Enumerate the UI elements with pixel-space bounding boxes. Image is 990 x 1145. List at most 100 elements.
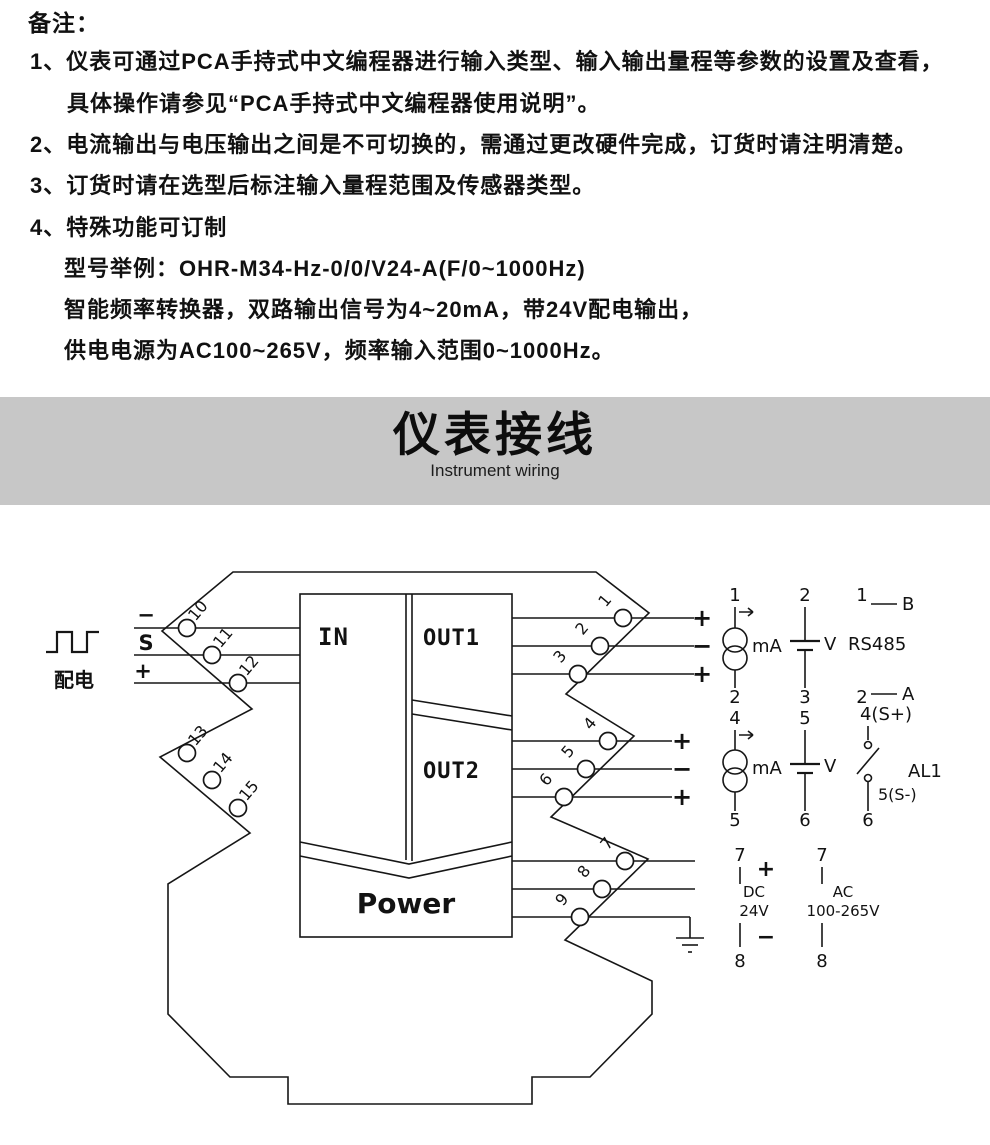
current-source-icon xyxy=(722,749,748,775)
switch-lever-icon xyxy=(856,747,880,775)
note-line-2: 2、电流输出与电压输出之间是不可切换的，需通过更改硬件完成，订货时请注明清楚。 xyxy=(30,132,918,157)
input-signal-label: S xyxy=(138,631,153,655)
rs485-b-label: B xyxy=(902,594,914,615)
v-label: V xyxy=(824,634,837,655)
current-arrow-icon xyxy=(739,730,754,740)
ma-label: mA xyxy=(752,636,783,657)
terminal-circle xyxy=(228,798,248,818)
note-line-4: 4、特殊功能可订制 xyxy=(30,215,228,240)
circuit-terminal: 5 xyxy=(799,708,810,729)
wiring-diagram: IN OUT1 OUT2 Power − S + 配电 xyxy=(46,571,942,1105)
input-minus-label: − xyxy=(137,603,155,627)
section-banner: 仪表接线 Instrument wiring xyxy=(0,397,990,505)
terminal-circle xyxy=(568,664,588,684)
circuit-terminal: 4(S+) xyxy=(860,704,912,725)
note-line-1: 1、仪表可通过PCA手持式中文编程器进行输入类型、输入输出量程等参数的设置及查看… xyxy=(30,49,944,74)
out1-sign: + xyxy=(692,660,712,688)
out2-sign: − xyxy=(672,755,692,783)
circuit-terminal: 7 xyxy=(816,845,827,866)
square-wave-icon xyxy=(46,630,99,654)
circuit-terminal: 8 xyxy=(816,951,827,972)
out1-out2-separator xyxy=(411,713,513,731)
circuit-rs485: 1 B RS485 A 2 xyxy=(848,585,915,708)
terminal-circle xyxy=(598,731,618,751)
dc-name: DC xyxy=(743,883,765,901)
supply-ac: 7 AC 100-265V 8 xyxy=(807,845,881,972)
power-separator xyxy=(299,855,513,879)
circuit-terminal: 2 xyxy=(729,687,740,708)
out2-sign: + xyxy=(672,783,692,811)
terminal-number: 1 xyxy=(594,590,615,610)
current-arrow-icon xyxy=(739,607,754,617)
terminal-number: 8 xyxy=(573,861,594,881)
out2-sign: + xyxy=(672,727,692,755)
circuit-terminal: 2 xyxy=(856,687,867,708)
note-line-1b: 具体操作请参见“PCA手持式中文编程器使用说明”。 xyxy=(67,91,601,116)
al1-label: AL1 xyxy=(908,761,942,782)
dc-value: 24V xyxy=(739,902,769,920)
note-line-4b: 智能频率转换器，双路输出信号为4~20mA，带24V配电输出， xyxy=(64,297,704,322)
power-separator xyxy=(299,841,513,865)
ma-label: mA xyxy=(752,758,783,779)
terminal-circle xyxy=(592,879,612,899)
rs485-a-label: A xyxy=(902,684,915,705)
circuit-terminal: 3 xyxy=(799,687,810,708)
dc-minus: − xyxy=(757,925,775,950)
note-line-4c: 供电电源为AC100~265V，频率输入范围0~1000Hz。 xyxy=(64,338,615,363)
in-block-label: IN xyxy=(318,623,349,651)
circuit-terminal: 2 xyxy=(799,585,810,606)
rs485-label: RS485 xyxy=(848,634,906,655)
terminal-number: 2 xyxy=(571,618,592,638)
terminal-number: 6 xyxy=(535,769,556,789)
circuit-terminal: 8 xyxy=(734,951,745,972)
terminal-number: 7 xyxy=(596,833,617,853)
current-source-icon xyxy=(722,645,748,671)
terminal-circle xyxy=(177,618,197,638)
power-block-label: Power xyxy=(357,887,456,920)
circuit-al1: 4(S+) AL1 5(S-) 6 xyxy=(856,704,942,831)
terminal-circle xyxy=(202,770,222,790)
terminal-circle xyxy=(615,851,635,871)
circuit-ma-out1: 1 mA 2 xyxy=(722,585,783,708)
section-title: 仪表接线 xyxy=(393,408,597,461)
out1-out2-separator xyxy=(411,699,513,717)
terminal-number: 5 xyxy=(557,741,578,761)
out2-block-label: OUT2 xyxy=(423,759,480,784)
contact-icon xyxy=(863,740,873,750)
terminal-number: 4 xyxy=(579,713,600,733)
terminal-circle xyxy=(570,907,590,927)
circuit-ma-out2: 4 mA 5 xyxy=(722,708,783,831)
housing-outline xyxy=(158,571,653,1105)
terminal-number: 3 xyxy=(549,646,570,666)
out1-block-label: OUT1 xyxy=(423,626,480,651)
circuit-terminal: 5(S-) xyxy=(878,785,917,804)
circuit-terminal: 7 xyxy=(734,845,745,866)
circuit-terminal: 1 xyxy=(729,585,740,606)
ground-icon xyxy=(676,937,704,953)
terminal-circle xyxy=(554,787,574,807)
contact-icon xyxy=(863,773,873,783)
current-source-icon xyxy=(722,627,748,653)
circuit-terminal: 6 xyxy=(862,810,873,831)
v-label: V xyxy=(824,756,837,777)
power-distribution-label: 配电 xyxy=(54,668,94,692)
out1-sign: − xyxy=(692,632,712,660)
circuit-v-out1: 2 V 3 xyxy=(790,585,837,708)
circuit-terminal: 4 xyxy=(729,708,740,729)
terminal-circle xyxy=(576,759,596,779)
section-subtitle: Instrument wiring xyxy=(430,461,560,480)
note-line-3: 3、订货时请在选型后标注输入量程范围及传感器类型。 xyxy=(30,173,596,198)
terminal-circle xyxy=(613,608,633,628)
supply-dc: 7 + DC 24V − 8 xyxy=(734,845,775,972)
terminal-circle xyxy=(177,743,197,763)
terminal-number: 9 xyxy=(551,889,572,909)
circuit-terminal: 1 xyxy=(856,585,867,606)
note-line-4a: 型号举例：OHR-M34-Hz-0/0/V24-A(F/0~1000Hz) xyxy=(64,256,586,281)
terminal-circle xyxy=(228,673,248,693)
notes-heading: 备注： xyxy=(28,10,100,36)
terminal-circle xyxy=(590,636,610,656)
dc-plus: + xyxy=(757,857,775,882)
out1-sign: + xyxy=(692,604,712,632)
circuit-terminal: 5 xyxy=(729,810,740,831)
